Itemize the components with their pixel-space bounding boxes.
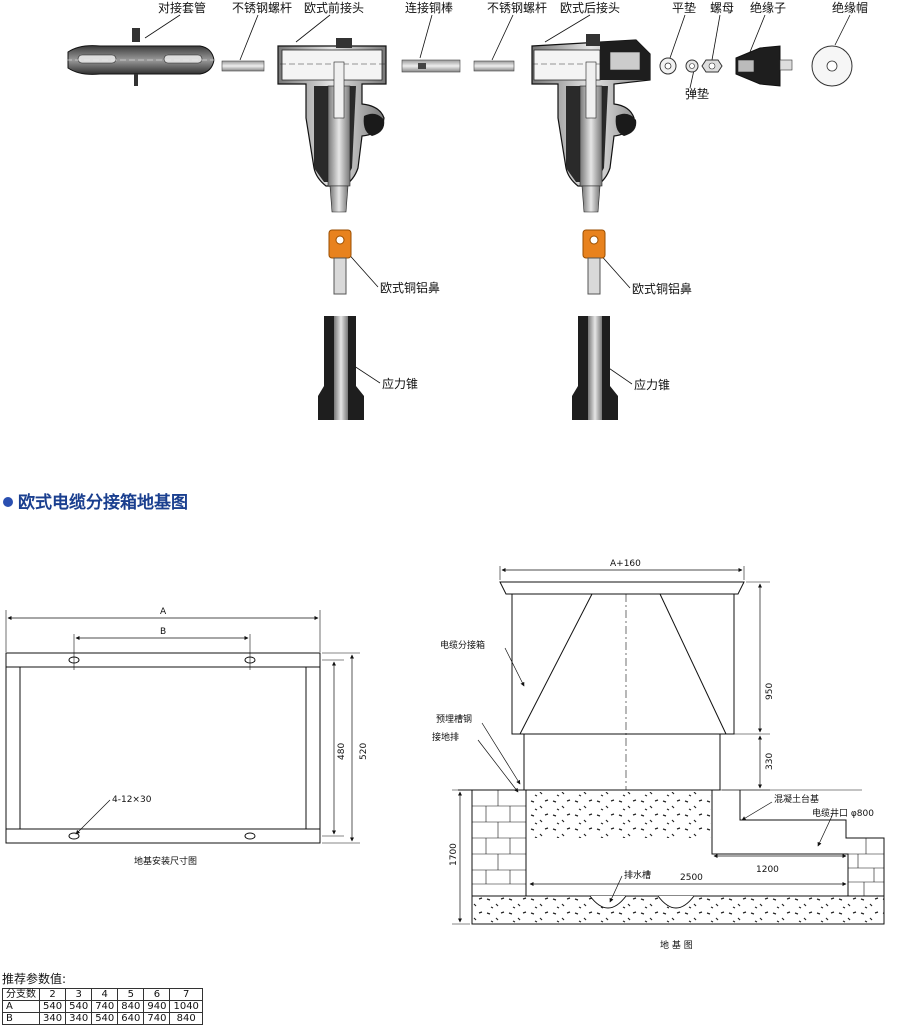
label-spring-washer: 弹垫: [685, 86, 709, 101]
holes-label: 4-12×30: [112, 795, 152, 805]
params-cell: 740: [143, 1012, 171, 1025]
rear-connector-drawing: [531, 34, 651, 213]
install-dimension-labels: A B 480 520 4-12×30 地基安装尺寸图: [112, 607, 369, 867]
label-stainless-rod-2: 不锈钢螺杆: [487, 1, 547, 15]
params-cell: 740: [91, 1000, 119, 1013]
dim-a-label: A: [160, 607, 167, 617]
ground-bar-label: 接地排: [432, 731, 459, 743]
label-dui-jie-tao-guan: 对接套管: [158, 0, 206, 15]
label-flat-washer: 平垫: [672, 0, 696, 15]
params-cell: 1040: [169, 1000, 203, 1013]
dim-950-label: 950: [765, 683, 775, 700]
front-connector-drawing: [277, 38, 387, 213]
params-cell: 940: [143, 1000, 171, 1013]
label-rear-connector: 欧式后接头: [560, 0, 620, 15]
bullet-icon: [3, 497, 13, 507]
insulation-cap-drawing: [811, 45, 853, 87]
params-cell: 340: [65, 1012, 93, 1025]
brick-texture: [472, 790, 884, 896]
copper-rod: [401, 59, 461, 73]
nut-drawing: [701, 59, 723, 73]
label-nut: 螺母: [710, 1, 734, 15]
label-copper-rod: 连接铜棒: [405, 0, 453, 15]
label-lug-2: 欧式铜铝鼻: [632, 281, 692, 296]
install-dimension-drawing: [5, 610, 360, 844]
dim-1700-label: 1700: [449, 843, 459, 866]
params-cell: 540: [38, 1000, 67, 1013]
section-header: 欧式电缆分接箱地基图: [3, 492, 188, 513]
params-cell: 7: [169, 988, 203, 1001]
params-cell: A: [2, 1000, 40, 1013]
params-cell: B: [2, 1012, 40, 1025]
params-cell: 540: [65, 1000, 93, 1013]
params-cell: 840: [117, 1000, 145, 1013]
dim-a160-label: A+160: [610, 559, 641, 569]
cable-lug-1-drawing: [328, 229, 352, 295]
box-label: 电缆分接箱: [440, 639, 485, 651]
params-cell: 6: [143, 988, 171, 1001]
flat-washer-drawing: [659, 57, 677, 75]
label-stainless-rod-1: 不锈钢螺杆: [232, 1, 292, 15]
label-stress-cone-2: 应力锥: [634, 377, 670, 392]
params-title: 推荐参数值:: [2, 972, 67, 986]
dim-330-label: 330: [765, 753, 775, 770]
stress-cone-1-drawing: [318, 316, 364, 420]
params-cell: 5: [117, 988, 145, 1001]
params-cell: 分支数: [2, 988, 40, 1001]
install-caption: 地基安装尺寸图: [134, 855, 197, 867]
foundation-labels: A+160 950 330 1700 1200 2500 电缆分接箱 预埋槽钢 …: [432, 559, 874, 951]
cable-lug-2-drawing: [582, 229, 606, 295]
stress-cone-2-drawing: [572, 316, 618, 420]
bushing-drawing: [66, 28, 216, 86]
label-front-connector: 欧式前接头: [304, 0, 364, 15]
section-title: 欧式电缆分接箱地基图: [18, 492, 188, 513]
params-cell: 2: [38, 988, 67, 1001]
stainless-rod-2: [473, 60, 515, 72]
insulator-drawing: [735, 45, 793, 87]
label-insulator: 绝缘子: [750, 0, 786, 15]
spring-washer-drawing: [685, 59, 699, 73]
params-cell: 540: [91, 1012, 119, 1025]
foundation-drawing: [452, 566, 885, 925]
label-stress-cone-1: 应力锥: [382, 376, 418, 391]
stainless-rod-1: [221, 60, 265, 72]
params-cell: 640: [117, 1012, 145, 1025]
foundation-caption: 地 基 图: [660, 939, 693, 951]
dim-520-label: 520: [359, 743, 369, 760]
drain-label: 排水槽: [624, 869, 651, 881]
params-cell: 340: [38, 1012, 67, 1025]
dim-b-label: B: [160, 627, 166, 637]
label-insulation-cap: 绝缘帽: [832, 0, 868, 15]
params-cell: 840: [169, 1012, 203, 1025]
cable-well-label: 电缆井口 φ800: [812, 807, 874, 819]
params-cell: 4: [91, 988, 119, 1001]
dim-480-label: 480: [337, 743, 347, 760]
params-cell: 3: [65, 988, 93, 1001]
concrete-base-label: 混凝土台基: [774, 793, 819, 805]
dim-2500-label: 2500: [680, 873, 703, 883]
channel-steel-label: 预埋槽钢: [436, 713, 472, 725]
dim-1200-label: 1200: [756, 865, 779, 875]
label-lug-1: 欧式铜铝鼻: [380, 280, 440, 295]
component-labels: 对接套管 不锈钢螺杆 欧式前接头 连接铜棒 不锈钢螺杆 欧式后接头 平垫 螺母 …: [158, 0, 868, 392]
